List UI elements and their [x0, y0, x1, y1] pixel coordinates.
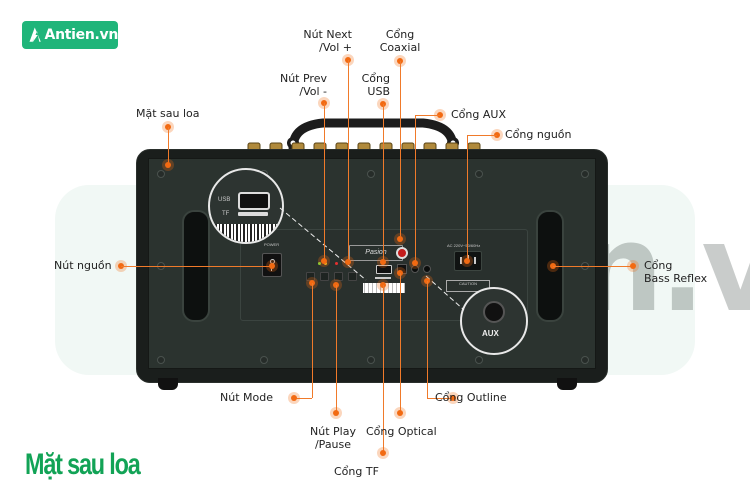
callout-nut-mode: Nút Mode	[220, 391, 273, 404]
callout-mat-sau-loa: Mặt sau loa	[136, 107, 200, 120]
callout-line	[467, 135, 468, 261]
callout-dot	[412, 260, 418, 266]
callout-dot	[397, 236, 403, 242]
callout-nut-prev: Nút Prev/Vol -	[279, 72, 327, 98]
callout-dot	[333, 410, 339, 416]
screw-icon	[367, 170, 375, 178]
screw-icon	[475, 356, 483, 364]
callout-line	[336, 285, 337, 413]
callout-dot	[380, 450, 386, 456]
brand-name: Antien.vn	[44, 27, 119, 43]
caution-sticker: CAUTION	[446, 280, 490, 292]
aux-inset-pointer	[425, 275, 465, 311]
aux-zoom-inset: AUX	[460, 287, 528, 355]
callout-cong-optical: Cổng Optical	[366, 425, 437, 438]
callout-cong-tf: Cổng TF	[334, 465, 379, 478]
inset-usb-label: USB	[218, 197, 231, 203]
callout-nut-next: Nút Next/Vol +	[303, 28, 352, 54]
bolt-a-icon	[29, 27, 41, 43]
callout-cong-outline: Cổng Outline	[435, 391, 507, 404]
inset-barcode	[210, 224, 282, 242]
screw-icon	[157, 170, 165, 178]
screw-icon	[581, 170, 589, 178]
prev-vol-down-button[interactable]	[320, 272, 329, 281]
barcode-label	[363, 283, 405, 293]
screw-icon	[260, 356, 268, 364]
callout-line	[467, 135, 497, 136]
inset-aux-label: AUX	[482, 329, 499, 338]
callout-dot	[165, 162, 171, 168]
inset-tf-label: TF	[222, 211, 230, 217]
callout-dot	[291, 395, 297, 401]
callout-line	[427, 398, 453, 399]
outline-jack[interactable]	[423, 265, 431, 273]
callout-line	[415, 115, 416, 263]
callout-line	[383, 285, 384, 453]
coaxial-port[interactable]	[396, 247, 408, 259]
led-green	[318, 262, 321, 265]
callout-nut-play: Nút Play/Pause	[310, 425, 356, 451]
callout-nut-nguon: Nút nguồn	[54, 259, 112, 272]
callout-cong-aux: Cổng AUX	[451, 108, 506, 121]
usb-port[interactable]	[376, 265, 392, 274]
callout-dot	[494, 132, 500, 138]
usb-inset-pointer	[279, 207, 367, 281]
speaker-foot-left	[158, 378, 178, 390]
usb-tf-zoom-inset: USB TF	[208, 168, 284, 244]
callout-line	[312, 283, 313, 398]
power-switch-i-icon	[271, 267, 272, 271]
speaker-foot-right	[557, 378, 577, 390]
callout-dot	[397, 410, 403, 416]
callout-line	[400, 273, 401, 413]
tf-slot[interactable]	[375, 277, 391, 279]
callout-line	[294, 398, 312, 399]
page-title: Mặt sau loa	[25, 448, 141, 481]
power-rating-label: AC 220V~50/60Hz	[447, 243, 481, 248]
screw-icon	[157, 356, 165, 364]
screw-icon	[581, 356, 589, 364]
callout-dot	[450, 395, 456, 401]
inset-usb-port	[238, 192, 270, 210]
callout-line	[415, 115, 440, 116]
callout-line	[168, 127, 169, 165]
inset-aux-jack	[483, 301, 505, 323]
callout-dot	[345, 259, 351, 265]
callout-dot	[380, 259, 386, 265]
callout-line	[400, 61, 401, 239]
screw-icon	[475, 170, 483, 178]
callout-line	[383, 104, 384, 262]
callout-line	[553, 266, 633, 267]
callout-line	[121, 266, 272, 267]
callout-dot	[437, 112, 443, 118]
brand-logo[interactable]: Antien.vn	[22, 21, 118, 49]
callout-line	[427, 281, 428, 398]
callout-dot	[321, 258, 327, 264]
led-red	[335, 262, 338, 265]
callout-line	[324, 103, 325, 261]
callout-dot	[269, 263, 275, 269]
play-pause-button[interactable]	[334, 272, 343, 281]
screw-icon	[367, 356, 375, 364]
aux-jack[interactable]	[411, 265, 419, 273]
callout-dot	[630, 263, 636, 269]
callout-dot	[464, 258, 470, 264]
next-vol-up-button[interactable]	[348, 272, 357, 281]
callout-cong-nguon: Cổng nguồn	[505, 128, 572, 141]
power-label: POWER	[264, 242, 280, 247]
callout-line	[348, 60, 349, 262]
inset-tf-slot	[238, 212, 268, 216]
